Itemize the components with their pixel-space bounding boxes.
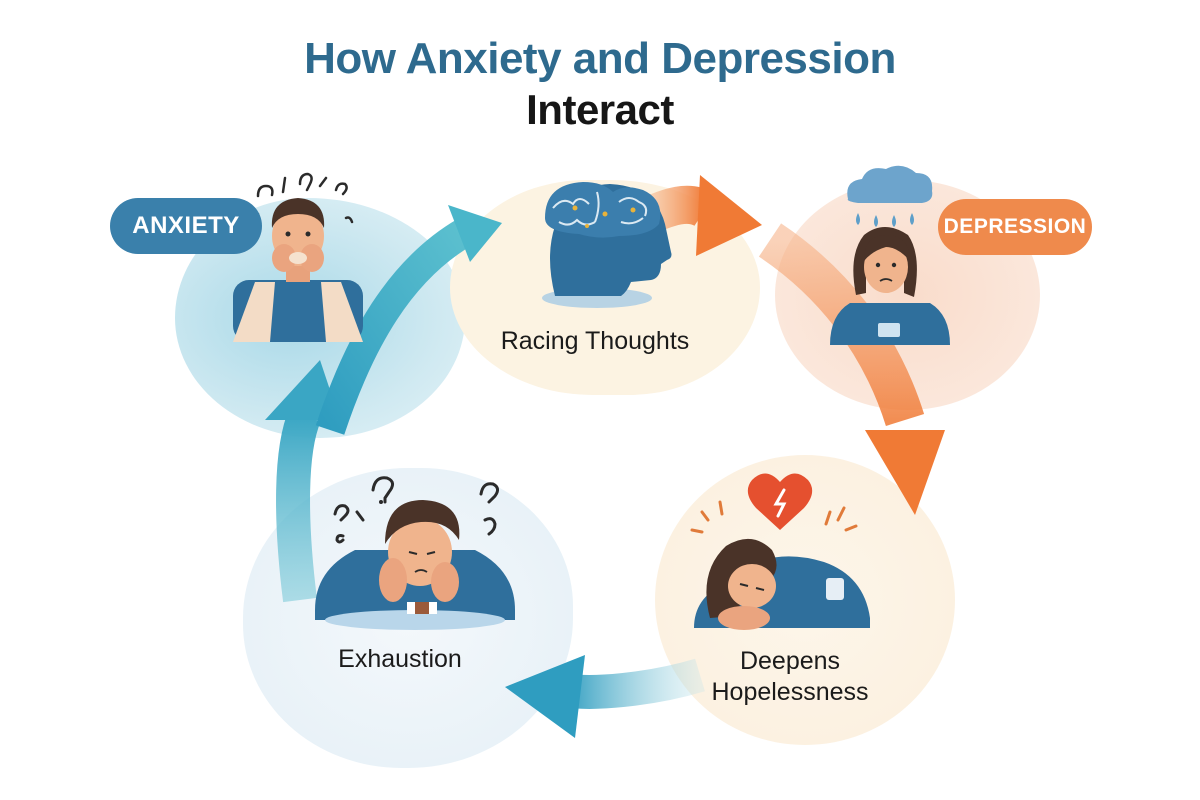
arrow-exhaustion-to-anxiety — [265, 360, 340, 603]
brain-head-icon — [542, 182, 672, 308]
sad-person-rain-cloud-icon — [830, 165, 950, 345]
person-head-down-broken-heart-icon — [690, 473, 870, 630]
tired-person-question-marks-icon — [315, 476, 515, 630]
racing-thoughts-label: Racing Thoughts — [500, 327, 690, 355]
worried-person-biting-nails-icon — [233, 172, 363, 342]
anxiety-label: ANXIETY — [110, 198, 262, 254]
hopelessness-label: Deepens Hopelessness — [670, 646, 910, 709]
hopelessness-label-line2: Hopelessness — [711, 678, 869, 707]
diagram-title-line2: Interact — [526, 86, 674, 133]
depression-label: DEPRESSION — [938, 199, 1092, 255]
arrow-anxiety-to-racing-thoughts — [315, 205, 502, 435]
diagram-title: How Anxiety and Depression — [304, 34, 896, 83]
arrow-hopelessness-to-exhaustion — [505, 655, 705, 738]
hopelessness-label-line1: Deepens — [739, 647, 841, 675]
exhaustion-label: Exhaustion — [338, 645, 462, 673]
